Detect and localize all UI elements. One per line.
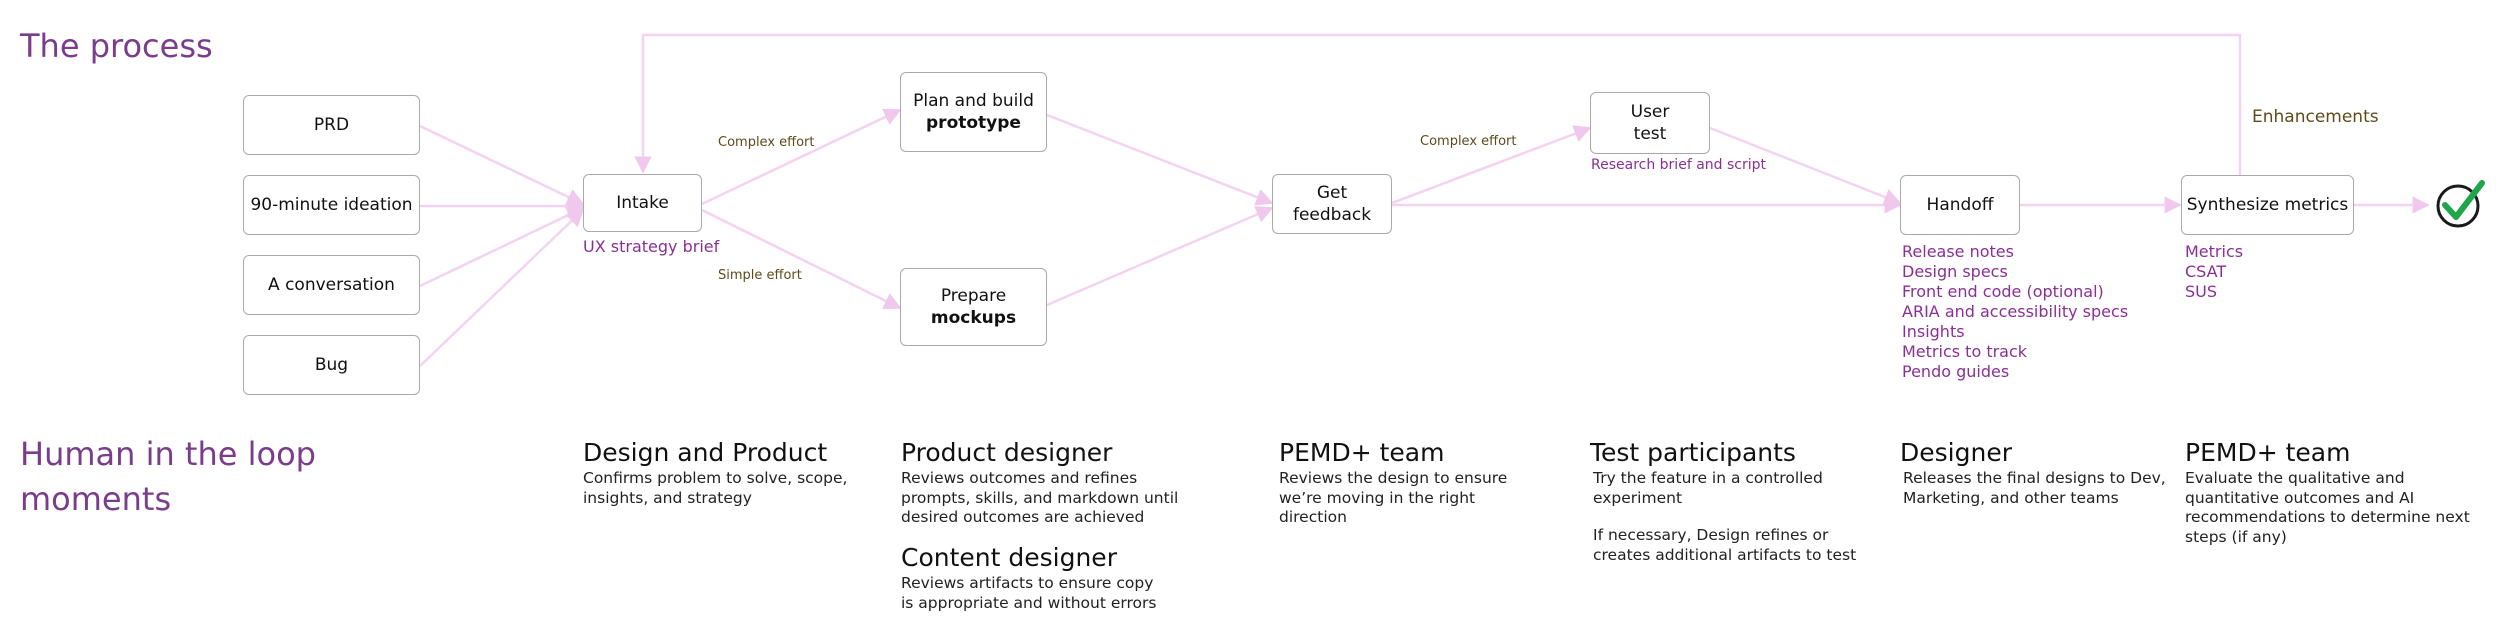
role-designer: Designer Releases the final designs to D…: [1900, 438, 2166, 507]
connector-usertest-handoff: [1709, 126, 1902, 206]
intake-note: UX strategy brief: [583, 237, 720, 256]
list-item: Design specs: [1902, 262, 2008, 281]
mockups-node: Prepare mockups: [900, 268, 1047, 346]
input-ideation: 90-minute ideation: [243, 175, 420, 235]
check-done-icon: [2436, 180, 2485, 228]
list-item: Metrics: [2185, 242, 2244, 261]
connector-enhancements-loop: [634, 33, 2242, 175]
input-conversation: A conversation: [243, 255, 420, 315]
connector-intake-mockups: [701, 208, 902, 310]
role-test-participants: Test participants Try the feature in a c…: [1590, 438, 1857, 564]
list-item: Insights: [1902, 322, 1965, 341]
role-pemd-team-review: PEMD+ team Reviews the design to ensure …: [1279, 438, 1508, 526]
role-design-and-product: Design and Product Confirms problem to s…: [583, 438, 848, 507]
hitl-title: Human in the loop moments: [20, 435, 316, 518]
list-item: CSAT: [2185, 262, 2227, 281]
list-item: Front end code (optional): [1902, 282, 2104, 301]
list-item: Pendo guides: [1902, 362, 2010, 381]
process-title: The process: [20, 27, 213, 65]
connector-conversation-intake: [419, 206, 585, 288]
role-content-designer: Content designer Reviews artifacts to en…: [901, 543, 1157, 612]
intake-node: Intake: [583, 174, 702, 232]
connector-feedback-usertest: [1391, 125, 1592, 205]
connector-intake-prototype: [701, 108, 902, 206]
feedback-node: Get feedback: [1272, 174, 1392, 234]
handoff-node: Handoff: [1900, 175, 2020, 235]
complex-effort-label: Complex effort: [718, 135, 815, 150]
user-test-node: User test: [1590, 92, 1710, 154]
synthesize-outputs: Metrics CSAT SUS: [2185, 242, 2243, 302]
enhancements-label: Enhancements: [2252, 107, 2379, 127]
input-bug: Bug: [243, 335, 420, 395]
connector-prd-intake: [419, 124, 585, 206]
list-item: Metrics to track: [1902, 342, 2028, 361]
prototype-node: Plan and build prototype: [900, 72, 1047, 152]
list-item: ARIA and accessibility specs: [1902, 302, 2129, 321]
user-test-note: Research brief and script: [1591, 157, 1766, 173]
connector-prototype-feedback: [1046, 113, 1274, 206]
role-pemd-team-evaluate: PEMD+ team Evaluate the qualitative and …: [2185, 438, 2470, 546]
list-item: Release notes: [1902, 242, 2014, 261]
input-prd: PRD: [243, 95, 420, 155]
simple-effort-label: Simple effort: [718, 268, 802, 283]
synthesize-node: Synthesize metrics: [2181, 175, 2354, 235]
complex-effort-label-2: Complex effort: [1420, 134, 1517, 149]
connector-bug-intake: [419, 208, 585, 367]
role-product-designer: Product designer Reviews outcomes and re…: [901, 438, 1179, 526]
handoff-outputs: Release notes Design specs Front end cod…: [1902, 242, 2128, 382]
connector-mockups-feedback: [1046, 206, 1274, 307]
list-item: SUS: [2185, 282, 2218, 301]
